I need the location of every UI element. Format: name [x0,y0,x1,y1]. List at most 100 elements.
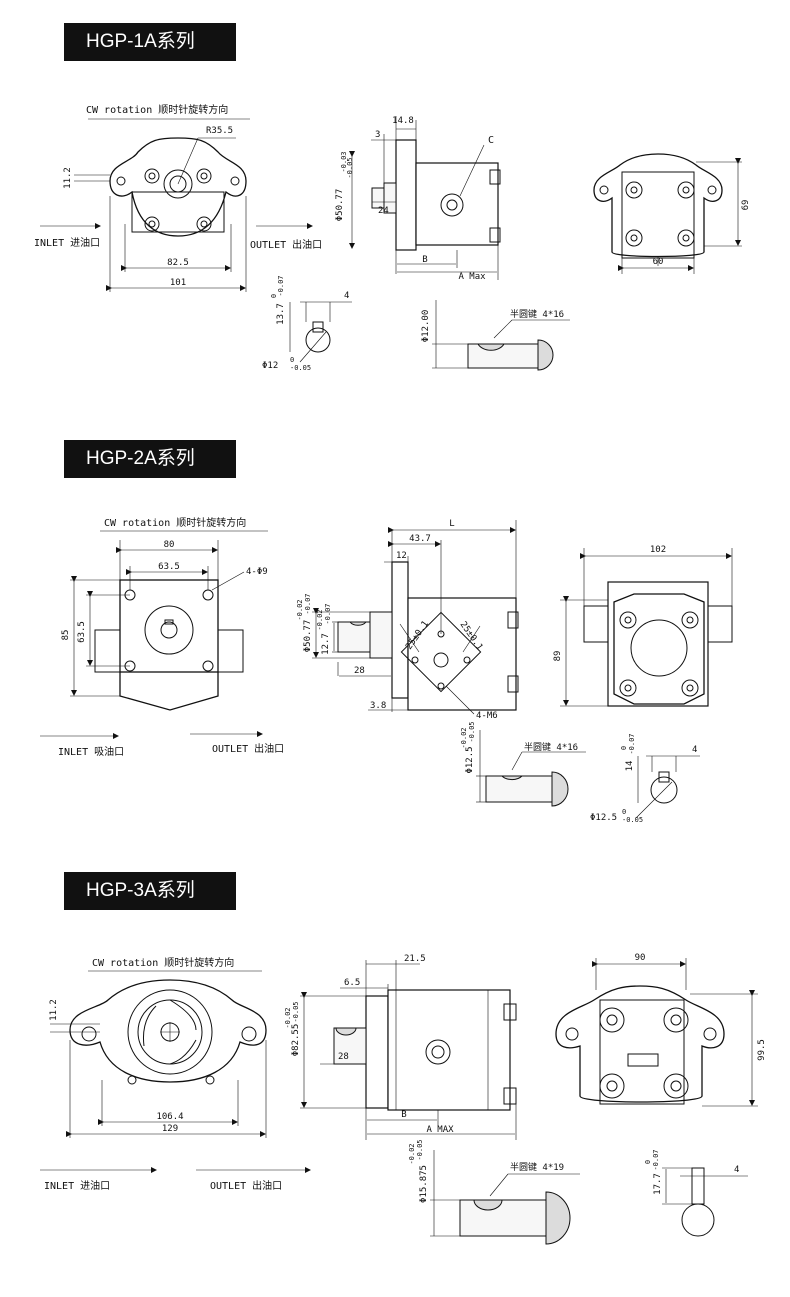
hgp1a-port-label: C [488,135,494,146]
hgp1a-shaft-dia2: Φ12.00 [421,310,431,343]
hgp2a-l: L [449,519,454,529]
hgp2a-holes: 4-Φ9 [246,567,268,577]
hgp1a-radius: R35.5 [206,126,233,136]
hgp1a-front-view: R35.5 11.2 82.5 101 [63,126,247,292]
hgp2a-front-view: 80 63.5 4-Φ9 85 63.5 [61,540,268,711]
hgp3a-front-view: 11.2 106.4 129 [49,979,267,1138]
hgp2a-width: 80 [164,540,175,550]
hgp1a-pilot-dia: Φ50.77 [335,189,345,222]
hgp3a-rotation-label: CW rotation 顺时针旋转方向 [92,956,234,969]
hgp3a-key-width: 4 [734,1165,739,1175]
hgp3a-key-detail: Φ15.875 -0.02 -0.05 半圆键 4*19 [408,1139,580,1245]
hgp1a-bolt-pitch: 82.5 [167,258,189,268]
series-title-hgp3a: HGP-3A系列 [64,872,236,910]
hgp2a-rear-width: 102 [650,545,666,555]
hgp2a-rotation-label: CW rotation 顺时针旋转方向 [104,516,246,529]
hgp1a-overall-width: 101 [170,278,186,288]
hgp1a-key-spec: 半圆键 4*16 [510,308,564,320]
hgp2a-shaft-small-tol-lo: -0.07 [324,603,332,624]
hgp1a-rear-height: 69 [741,200,751,211]
hgp3a-outlet: OUTLET 出油口 [210,1179,282,1192]
hgp3a-shaft-tol-lo: -0.05 [416,1139,424,1160]
series-title-hgp2a: HGP-2A系列 [64,440,236,478]
hgp2a-key-section: 4 14 0 -0.07 Φ12.5 0 -0.05 [590,733,700,824]
hgp2a-bolt-pitch: 63.5 [158,562,180,572]
hgp3a-shaft-len: 28 [338,1052,349,1062]
hgp1a-key-tol-lo: -0.07 [277,275,285,296]
hgp3a-key-tol-lo: -0.07 [652,1149,660,1170]
hgp2a-inlet: INLET 吸油口 [58,745,124,758]
hgp1a-shaft-tol-hi: 0 [290,356,294,364]
hgp2a-spigot: 3.8 [370,701,386,711]
hgp3a-key-tol-hi: 0 [644,1160,652,1164]
hgp2a-shaft-dia2: Φ12.5 [590,813,617,823]
hgp3a-inlet: INLET 进油口 [44,1179,110,1192]
hgp2a-port-thread: 4-M6 [476,711,498,721]
hgp3a-shaft-tol-hi: -0.02 [408,1143,416,1164]
hgp1a-drawings: CW rotation 顺时针旋转方向 R35.5 11.2 [34,103,751,372]
series-title-hgp1a: HGP-1A系列 [64,23,236,61]
hgp1a-key-tol-hi: 0 [270,294,278,298]
hgp2a-height: 85 [61,630,71,641]
hgp3a-bolt-pitch: 106.4 [156,1112,183,1122]
hgp1a-outlet: OUTLET 出油口 [250,238,322,251]
hgp1a-a-max: A Max [458,272,486,282]
hgp1a-key-section: 4 13.7 0 -0.07 Φ12 0 -0.05 [262,275,352,372]
hgp2a-shaft-tol-hi: -0.02 [460,727,468,748]
hgp1a-rotation-label: CW rotation 顺时针旋转方向 [86,103,228,116]
hgp3a-key-section: 4 17.7 0 -0.07 [644,1149,748,1237]
hgp1a-rear-width: 60 [653,257,664,267]
hgp1a-key-detail: Φ12.00 半圆键 4*16 [421,300,570,371]
hgp2a-drawings: CW rotation 顺时针旋转方向 80 63.5 4-Φ9 [40,516,733,824]
hgp3a-key-spec: 半圆键 4*19 [510,1161,564,1173]
hgp1a-offset: 11.2 [63,167,73,189]
hgp2a-pilot-dia: Φ50.77 [303,620,313,653]
hgp1a-shaft-len: 24 [378,206,389,216]
hgp3a-overall-width: 129 [162,1124,178,1134]
hgp2a-shaft2-tol-lo: -0.05 [622,816,643,824]
hgp3a-offset: 11.2 [49,999,59,1021]
hgp3a-key-height: 17.7 [653,1173,663,1195]
hgp1a-inlet: INLET 进油口 [34,236,100,249]
hgp2a-rear-view: 102 89 [553,545,733,707]
hgp2a-key-spec: 半圆键 4*16 [524,741,578,753]
hgp2a-key-tol-lo: -0.07 [628,733,636,754]
hgp1a-flange-len: 14.8 [392,116,414,126]
hgp1a-shaft-dia: Φ12 [262,361,278,371]
hgp2a-key-detail: Φ12.5 -0.02 -0.05 半圆键 4*16 [460,721,586,807]
hgp3a-rear-view: 90 99.5 [555,953,767,1107]
hgp2a-shaft-tol-lo: -0.05 [468,721,476,742]
hgp1a-rear-view: 69 60 [593,153,751,274]
hgp1a-key-height: 13.7 [276,303,286,325]
hgp2a-outlet: OUTLET 出油口 [212,742,284,755]
hgp1a-pilot-tol-hi: -0.03 [340,151,348,172]
hgp2a-key-tol-hi: 0 [620,746,628,750]
hgp3a-rear-height: 99.5 [757,1039,767,1061]
hgp2a-side-view: L 43.7 12 Φ50.77 -0.02 -0.07 12.7 -0.02 … [296,519,519,721]
hgp2a-flange-len: 12 [396,551,407,561]
hgp3a-b: B [401,1110,406,1120]
hgp2a-rear-height: 89 [553,651,563,662]
hgp3a-a-max: A MAX [426,1125,454,1135]
hgp3a-flange-thk: 6.5 [344,978,360,988]
hgp1a-side-view: C 14.8 3 Φ50.77 -0.03 -0.05 24 B A Max [335,116,501,282]
hgp3a-rear-width: 90 [635,953,646,963]
hgp2a-key-height: 14 [625,761,635,772]
hgp3a-pilot-tol-lo: -0.05 [292,1001,300,1022]
hgp2a-shaft-len: 28 [354,666,365,676]
hgp1a-key-width: 4 [344,291,349,301]
hgp1a-pilot-tol-lo: -0.05 [346,157,354,178]
hgp3a-side-view: 21.5 6.5 Φ82.55 -0.02 -0.05 28 B A MAX [284,954,517,1140]
hgp3a-shaft-dia: Φ15.875 [419,1165,429,1203]
hgp1a-flange-thk: 3 [375,130,380,140]
hgp2a-shaft2-tol-hi: 0 [622,808,626,816]
hgp3a-pilot-tol-hi: -0.02 [284,1007,292,1028]
hgp1a-shaft-tol-lo: -0.05 [290,364,311,372]
hgp1a-b: B [422,255,427,265]
hgp2a-pilot-tol-lo: -0.07 [304,593,312,614]
hgp3a-flange-len: 21.5 [404,954,426,964]
hgp2a-shaft-dia: Φ12.5 [465,746,475,773]
hgp2a-key-width: 4 [692,745,697,755]
hgp2a-len-437: 43.7 [409,534,431,544]
